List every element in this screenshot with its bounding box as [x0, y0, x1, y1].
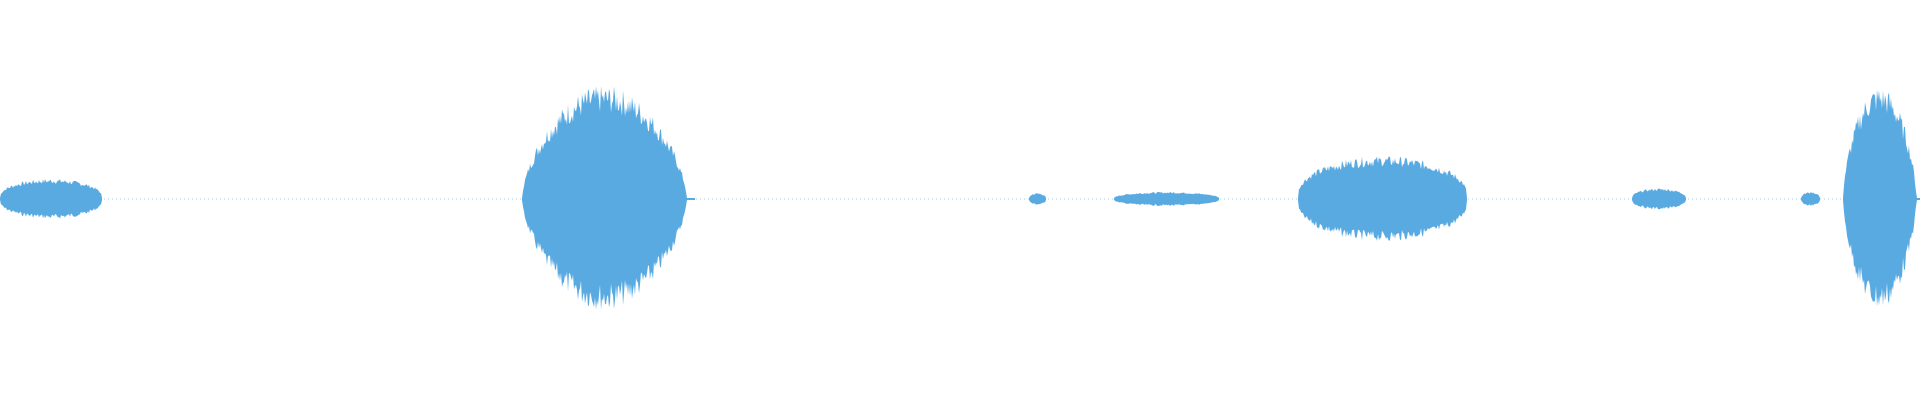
waveform-segment [1843, 89, 1920, 307]
waveform-segment [1114, 191, 1219, 206]
waveform-segment [1298, 156, 1467, 241]
waveform-segment [0, 179, 102, 219]
waveform-segment [1029, 193, 1046, 205]
waveform-segment [522, 85, 695, 310]
waveform-segment [1801, 191, 1820, 206]
waveform-segment [1632, 188, 1686, 210]
waveform-peaks [0, 85, 1920, 310]
